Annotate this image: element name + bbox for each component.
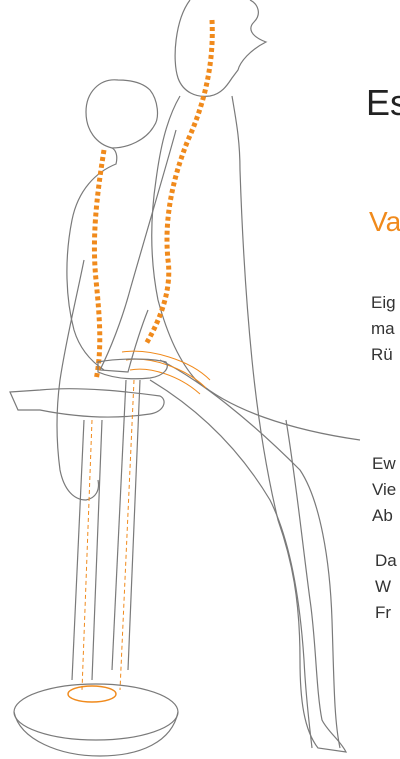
seated-figure-outline [67,80,158,370]
seated-spine [94,150,104,380]
seated-figure-legs [150,360,340,748]
paragraph-3-line-3: Fr [375,600,397,626]
front-stool-seat [10,389,164,417]
stool-base [14,684,178,740]
paragraph-1: Eig ma Rü [371,290,396,368]
paragraph-1-line-2: ma [371,316,396,342]
paragraph-3-line-1: Da [375,548,397,574]
front-stool-stem-right [92,420,102,680]
rear-stool-stem-right [128,380,140,670]
paragraph-1-line-1: Eig [371,290,396,316]
paragraph-2-line-2: Vie [372,477,396,503]
paragraph-2-line-1: Ew [372,451,396,477]
stool-base-rim [14,712,178,756]
paragraph-1-line-3: Rü [371,342,396,368]
page-heading: Es [366,82,400,124]
paragraph-2-line-3: Ab [372,503,396,529]
seat-hatching [122,351,210,394]
standing-figure-back [152,96,360,440]
front-stool-axis [82,420,92,690]
stool-base-hub [68,686,116,702]
front-stool-stem-left [72,420,84,680]
rear-stool-stem-left [112,380,126,670]
paragraph-3-line-2: W [375,574,397,600]
section-subheading: Va [369,206,400,238]
seated-figure-arm [57,260,99,500]
paragraph-2: Ew Vie Ab [372,451,396,529]
paragraph-3: Da W Fr [375,548,397,626]
rear-stool-axis [120,380,134,690]
